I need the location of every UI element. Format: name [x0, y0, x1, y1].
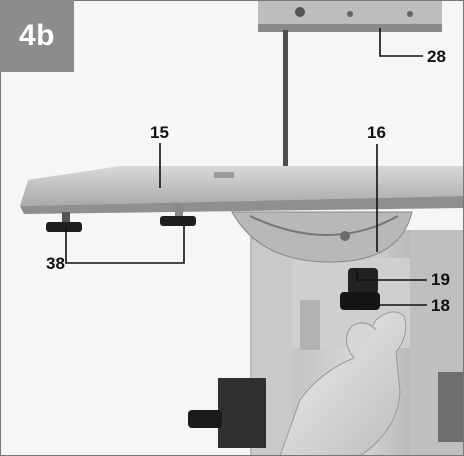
callout-28: 28 [427, 47, 446, 66]
callout-16: 16 [367, 123, 386, 142]
callout-38: 38 [46, 254, 65, 273]
figure-number-badge: 4b [0, 0, 74, 72]
callout-15: 15 [150, 123, 169, 142]
operator-hand [279, 311, 407, 456]
leader-38 [65, 226, 185, 264]
callout-19: 19 [431, 270, 450, 289]
callout-18: 18 [431, 296, 450, 315]
upper-blade-guide [258, 0, 442, 32]
side-adjustment-knob [188, 372, 464, 448]
bevel-scale-segment [231, 211, 413, 263]
saw-blade [283, 30, 288, 170]
table-locking-knobs [46, 204, 196, 232]
saw-table [20, 166, 464, 214]
leader-19 [356, 270, 427, 281]
leader-28 [379, 28, 423, 57]
callout-leader-lines [65, 28, 427, 306]
